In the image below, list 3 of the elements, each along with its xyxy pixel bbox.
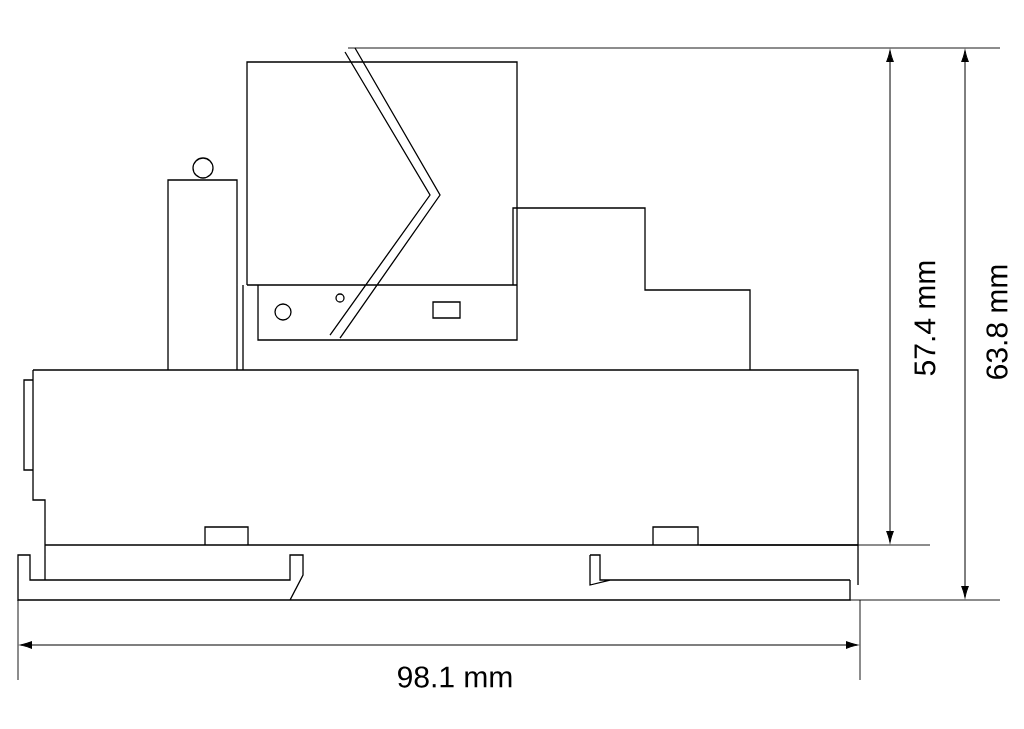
dimension-label: 63.8 mm [986, 265, 1008, 379]
dimension-label: 98.1 mm [398, 666, 512, 688]
dimension-label: 57.4 mm [914, 261, 936, 376]
